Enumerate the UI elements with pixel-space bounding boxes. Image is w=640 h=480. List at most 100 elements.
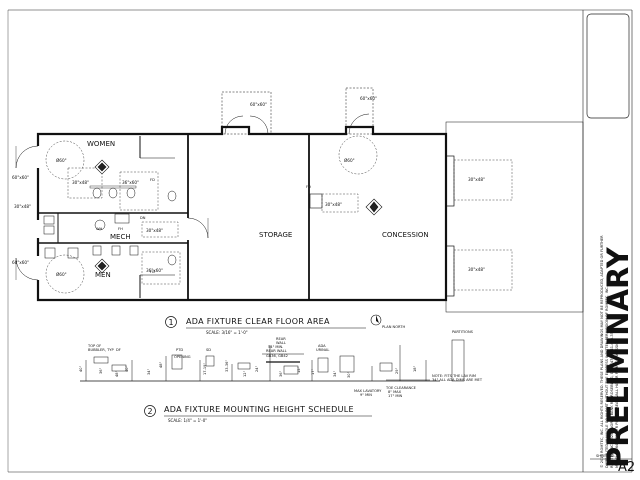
window-top-label: 30"x48": [468, 177, 485, 182]
men-door-clear-label: 60"x60": [12, 260, 29, 265]
room-label-women: WOMEN: [87, 140, 115, 148]
men-lav-2: [67, 247, 79, 259]
mech-sink-2: [43, 225, 55, 235]
women-toilet-3: [126, 187, 136, 199]
door-swing-concession: [348, 113, 370, 135]
concession-turning-circle: [338, 135, 378, 175]
schedule-dim-label: 34": [147, 368, 151, 375]
ada-urinal: [317, 357, 329, 373]
sched-gb: GB36, GB42: [266, 354, 288, 358]
storage-door-clearance: [221, 91, 272, 135]
men-urinal-2: [111, 245, 121, 256]
urinal-elevation: [339, 355, 355, 373]
mech-clear-floor: [141, 221, 179, 238]
women-36x60-label: 36"x60": [122, 180, 139, 185]
sched-9min: 9" MIN: [360, 393, 372, 397]
door-swing-storage-1: [224, 115, 244, 135]
copyright-line: DISTRIBUTED IN WHOLE OR IN PART WITHOUT …: [605, 286, 609, 468]
sched-max-lav: MAX LAVATORY: [354, 389, 382, 393]
tag-women: [94, 159, 110, 175]
storage-door-label: 60"x60": [250, 102, 267, 107]
schedule-dim-label: 24": [255, 365, 259, 372]
men-turning-circle: [45, 254, 85, 294]
copyright-line: © 2013 ROMTEC, INC. ALL RIGHTS RESERVED.…: [600, 235, 604, 468]
soap-dispenser: [205, 355, 215, 367]
concession-door-label: 60"x60": [360, 96, 377, 101]
women-toilet-2: [108, 187, 118, 199]
detail-title-1: 1 ADA FIXTURE CLEAR FLOOR AREA SCALE: 3/…: [165, 314, 405, 335]
copyright-line: ROMTEC, INC. 18240 NORTH BANK RD. ROSEBU…: [610, 327, 614, 468]
schedule-dim-label: 33-36": [225, 360, 229, 372]
tag-concession: [365, 198, 383, 216]
concession-clear-30x48: [321, 193, 359, 213]
women-door-clear-label: 60"x60": [12, 175, 29, 180]
detail-2-bubble: [144, 405, 156, 417]
concession-sink: [309, 193, 323, 209]
sched-54min: 54" MIN.: [268, 345, 283, 349]
mech-fh-mark: FH: [118, 227, 123, 231]
men-36x60-label: 36"x60": [146, 268, 163, 273]
toilet-elevation: [283, 365, 299, 375]
mech-clear-label: 30"x48": [146, 228, 163, 233]
door-swing-women: [15, 145, 39, 169]
sched-rear-wall: REAR WALL: [266, 349, 287, 353]
room-label-concession: CONCESSION: [382, 231, 429, 239]
schedule-dim-label: 18": [413, 365, 417, 372]
men-fd-mark: FD: [150, 270, 155, 274]
sched-urinal: URINAL: [316, 348, 329, 352]
drinking-fountain-hi: [93, 356, 109, 364]
drinking-fountain-lo: [111, 364, 127, 372]
sched-wall: WALL: [276, 341, 286, 345]
schedule-dimension-labels: 40"36"48"40"34"48"17-19"33-36"12"24"36"1…: [79, 360, 417, 378]
mech-wh-mark: WH: [96, 227, 103, 231]
mech-dn-mark: DN: [140, 216, 146, 220]
schedule-text: TOP OF BUBBLER, TYP DF PTD SD OPENING RE…: [79, 330, 483, 398]
titleblock: PRELIMINARY © 2013 ROMTEC, INC. ALL RIGH…: [590, 235, 635, 475]
sched-rear: REAR: [276, 337, 286, 341]
sched-8max: 8" MAX: [388, 390, 402, 394]
window-bottom-label: 30"x48": [468, 267, 485, 272]
sched-17min: 17" MIN: [388, 394, 403, 398]
women-30x48-label: 30"x48": [72, 180, 89, 185]
detail-1-scale: SCALE: 3/16" = 1'-0": [206, 330, 248, 335]
lavatory-elevation: [379, 362, 393, 372]
tag-men: [94, 258, 110, 274]
mech-30x48-label: 30"x48": [14, 204, 31, 209]
serving-window-bottom: [445, 245, 455, 297]
copyright-block: © 2013 ROMTEC, INC. ALL RIGHTS RESERVED.…: [600, 235, 619, 468]
paper-towel-dispenser: [171, 354, 183, 370]
sched-ptd: PTD: [176, 348, 183, 352]
sched-sd: SD: [206, 348, 211, 352]
concession-door-clearance: [345, 87, 374, 135]
door-swing-storage-side: [187, 217, 209, 239]
door-swing-storage-2: [249, 115, 269, 135]
schedule-dim-label: 12": [243, 370, 247, 377]
door-swing-men: [15, 257, 39, 281]
mounting-height-schedule: [80, 339, 465, 382]
sched-note1: NOTE: FITS THE LAV RIM: [432, 374, 476, 378]
concession-fd-mark: FD: [306, 185, 311, 189]
sched-top-of: TOP OF: [87, 344, 101, 348]
schedule-dim-label: 29": [395, 367, 399, 374]
detail-2-scale: SCALE: 1/4" = 1'-0": [168, 418, 207, 423]
clear-area-window-top: [453, 159, 513, 201]
women-fd-mark: FD: [150, 178, 155, 182]
sched-partitions: PARTITIONS: [452, 330, 474, 334]
detail-1-number: 1: [169, 318, 174, 327]
copyright-line: MODEL: 2064 SIERRA R PICNIC GREAT-WALL H…: [615, 339, 619, 468]
men-turn-label: Ø60": [56, 272, 67, 277]
mech-panel: [114, 213, 130, 224]
sched-note2: 34" ALL ADA DIMS ARE MET: [432, 378, 483, 382]
schedule-dim-label: 48": [159, 361, 163, 368]
schedule-dim-label: 17": [311, 368, 315, 375]
detail-1-bubble: [165, 316, 177, 328]
women-turning-circle: [45, 140, 85, 180]
clear-area-window-bottom: [453, 249, 513, 291]
men-lav-1: [44, 247, 56, 259]
sched-opening: OPENING: [174, 355, 191, 359]
detail-title-2: 2 ADA FIXTURE MOUNTING HEIGHT SCHEDULE S…: [144, 405, 372, 423]
preliminary-stamp: PRELIMINARY: [601, 246, 635, 468]
lavatory: [237, 362, 251, 370]
schedule-dim-label: 40": [125, 365, 129, 372]
women-turn-label: Ø60": [56, 158, 67, 163]
